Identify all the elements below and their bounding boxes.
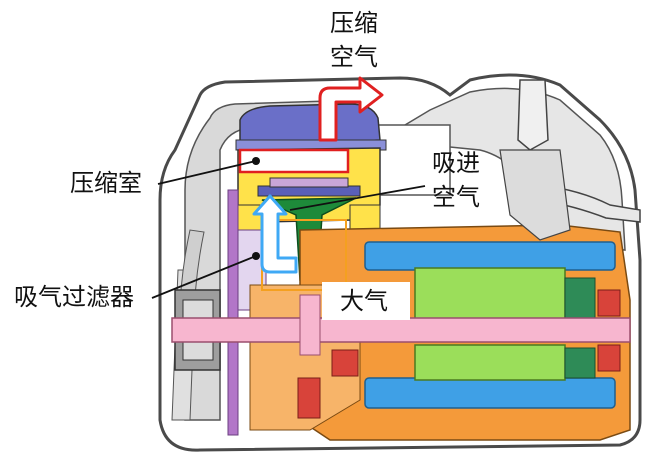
intake-air-arrow <box>252 194 298 274</box>
intake-filter-leader <box>151 255 257 299</box>
compression-chamber-box <box>238 148 350 174</box>
rotor <box>414 267 596 381</box>
label-compression-chamber: 压缩室 <box>70 169 142 197</box>
filter-marker <box>252 252 260 260</box>
bearings <box>297 289 621 419</box>
compressed-air-arrow <box>318 76 384 142</box>
label-compressed-air-2: 空气 <box>330 43 378 71</box>
label-intake-air-2: 空气 <box>432 183 480 211</box>
outlet-pipe <box>499 79 641 241</box>
label-intake-air-1: 吸进 <box>432 149 480 177</box>
label-atmosphere: 大气 <box>340 287 388 315</box>
intake-air-leader <box>289 185 426 211</box>
stator <box>364 241 616 409</box>
atmosphere-label-box <box>322 282 410 320</box>
label-compressed-air-1: 压缩 <box>330 9 378 37</box>
compression-chamber-marker <box>252 157 260 165</box>
label-intake-filter: 吸气过滤器 <box>14 283 134 311</box>
compression-chamber-leader <box>157 160 257 185</box>
